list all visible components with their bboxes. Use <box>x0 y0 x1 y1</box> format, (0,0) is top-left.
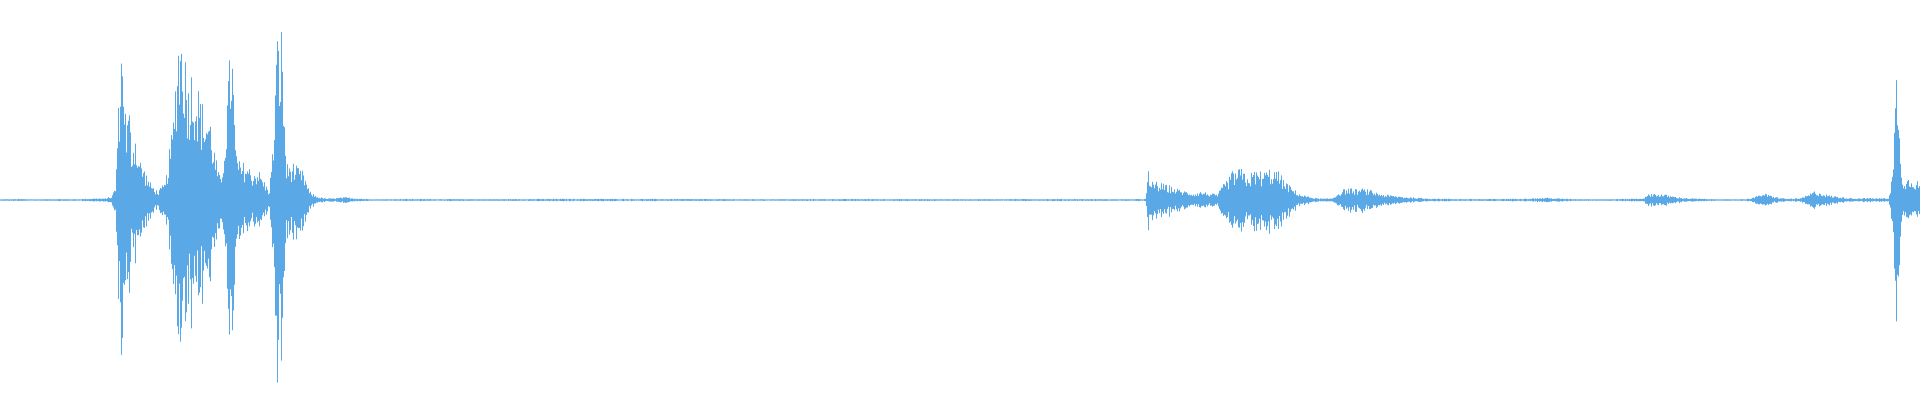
waveform-shape <box>0 32 1920 383</box>
